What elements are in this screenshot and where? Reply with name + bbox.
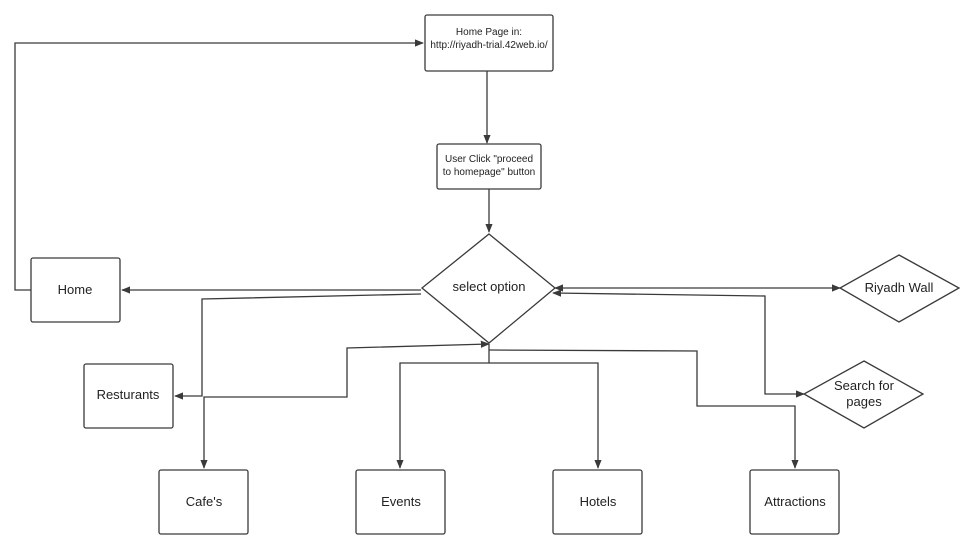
node-home: Home xyxy=(30,257,121,323)
select-option-label: select option xyxy=(453,279,526,294)
node-attractions: Attractions xyxy=(749,469,840,535)
node-search-pages: Search for pages xyxy=(802,360,925,429)
node-home-page: Home Page in: http://riyadh-trial.42web.… xyxy=(424,14,554,72)
node-user-click: User Click "proceed to homepage" button xyxy=(436,143,542,190)
attractions-label: Attractions xyxy=(764,494,826,509)
node-resturants: Resturants xyxy=(83,363,174,429)
user-click-line2: to homepage" button xyxy=(443,167,536,178)
home-label: Home xyxy=(58,282,93,297)
node-events: Events xyxy=(355,469,446,535)
edge-select-option-to-attractions xyxy=(488,349,799,469)
user-click-line1: User Click "proceed xyxy=(445,154,533,165)
node-riyadh-wall: Riyadh Wall xyxy=(838,254,961,323)
riyadh-wall-label: Riyadh Wall xyxy=(865,280,934,295)
home-page-title: Home Page in: xyxy=(456,27,522,38)
search-pages-line2: pages xyxy=(846,394,882,409)
hotels-label: Hotels xyxy=(580,494,617,509)
cafes-label: Cafe's xyxy=(186,494,223,509)
node-cafes: Cafe's xyxy=(158,469,249,535)
edge-select-option-to-cafes xyxy=(200,340,490,469)
edges xyxy=(14,39,841,469)
node-select-option: select option xyxy=(420,233,557,344)
edge-select-option-to-events xyxy=(396,344,490,469)
search-pages-line1: Search for xyxy=(834,378,895,393)
edge-select-option-to-resturants xyxy=(174,293,422,400)
edge-select-option-to-search-pages xyxy=(552,289,805,398)
home-page-url: http://riyadh-trial.42web.io/ xyxy=(430,40,548,51)
edge-select-option-to-hotels xyxy=(489,362,602,469)
resturants-label: Resturants xyxy=(97,387,160,402)
events-label: Events xyxy=(381,494,421,509)
node-hotels: Hotels xyxy=(552,469,643,535)
edge-home-to-home-page xyxy=(14,39,424,291)
